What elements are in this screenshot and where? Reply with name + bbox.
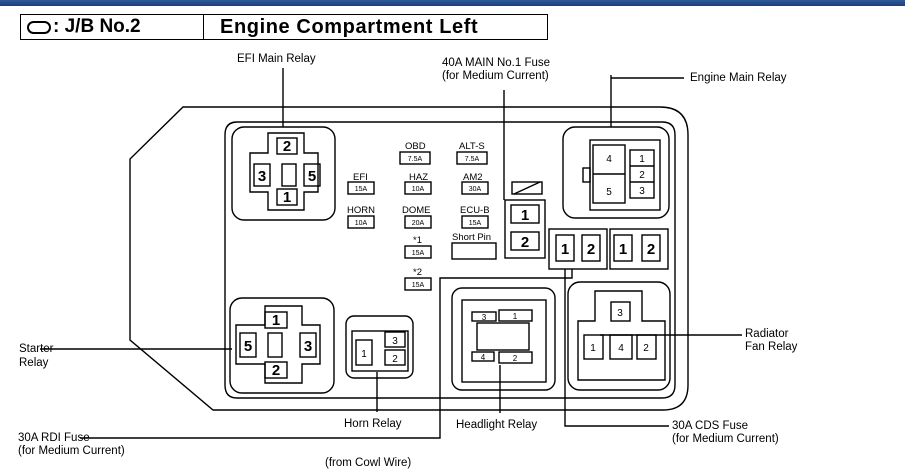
fuse-2-amp: 15A (412, 282, 425, 289)
engine-pin-2: 2 (639, 170, 645, 181)
fuse-horn-label: HORN (347, 205, 375, 216)
starter-pin-3: 3 (304, 338, 312, 355)
fuse-efi-body (347, 181, 375, 195)
label-rdi-line1: 30A RDI Fuse (18, 432, 90, 444)
horn-pin-1: 1 (361, 349, 367, 360)
fuse-efi-amp: 15A (355, 186, 368, 193)
horn-relay (345, 315, 414, 379)
fuse-ecub-body (461, 215, 489, 229)
efi-pin-1: 1 (283, 189, 291, 206)
horn-pin-2: 2 (392, 354, 398, 365)
fuse-obd-label: OBD (405, 141, 426, 152)
label-main-fuse-line2: (for Medium Current) (442, 70, 549, 82)
starter-relay (229, 297, 335, 394)
label-starter-line2: Relay (19, 357, 49, 369)
headlight-relay (451, 287, 556, 391)
label-horn-relay: Horn Relay (344, 418, 402, 430)
rdi-pin-2: 2 (587, 241, 595, 258)
jb-location: Engine Compartment Left (220, 15, 479, 38)
fuse-ecub-amp: 15A (469, 220, 482, 227)
efi-pin-5: 5 (308, 168, 316, 185)
engine-pin-5: 5 (606, 187, 612, 198)
fuse-haz-label: HAZ (409, 172, 428, 183)
fuse-obd-amp: 7.5A (408, 156, 423, 163)
short-pin-label: Short Pin (452, 232, 491, 243)
headlight-pin-1: 1 (513, 312, 518, 321)
rdi-pin-1: 1 (561, 241, 569, 258)
fuse-horn-body (347, 215, 375, 229)
main-fuse-no1 (504, 199, 546, 259)
fuse-haz-body (404, 181, 432, 195)
fuse-2-body (404, 277, 432, 291)
label-radiator-line2: Fan Relay (745, 341, 798, 353)
fuse-1-amp: 15A (412, 250, 425, 257)
label-engine-main-relay: Engine Main Relay (690, 72, 787, 84)
fuse-alts-label: ALT-S (459, 141, 485, 152)
fuse-alts-body (456, 151, 488, 165)
cds-pin-2: 2 (647, 241, 655, 258)
starter-pin-2: 2 (272, 362, 280, 379)
headlight-pin-4: 4 (481, 353, 486, 362)
main-fuse-pin-2: 2 (521, 234, 529, 251)
jb-number: : J/B No.2 (53, 16, 141, 37)
label-cowl-wire: (from Cowl Wire) (325, 457, 412, 469)
fuse-alts-amp: 7.5A (465, 156, 480, 163)
label-efi-main-relay: EFI Main Relay (237, 53, 316, 65)
spare-slot (511, 181, 543, 195)
fuse-efi-label: EFI (353, 172, 368, 183)
radiator-pin-1: 1 (590, 343, 596, 354)
fuse-dome-body (404, 215, 432, 229)
efi-pin-2: 2 (283, 138, 291, 155)
cds-pin-1: 1 (619, 241, 627, 258)
cds-fuse-block (609, 228, 669, 270)
fuse-haz-amp: 10A (412, 186, 425, 193)
label-main-fuse-line1: 40A MAIN No.1 Fuse (442, 57, 551, 69)
header-bar (0, 0, 905, 6)
label-cds-line2: (for Medium Current) (672, 433, 779, 445)
horn-pin-3: 3 (392, 336, 398, 347)
main-fuse-pin-1: 1 (521, 207, 529, 224)
radiator-pin-3: 3 (617, 308, 623, 319)
radiator-fan-relay (567, 281, 671, 391)
fuse-obd-body (399, 151, 431, 165)
fuse-1-label: *1 (413, 235, 422, 246)
engine-pin-4: 4 (606, 154, 612, 165)
connector-symbol: : J/B No.2 (21, 15, 204, 39)
label-rdi-line2: (for Medium Current) (18, 445, 125, 457)
fuse-horn-amp: 10A (355, 220, 368, 227)
engine-pin-3: 3 (639, 186, 645, 197)
rdi-fuse-block (548, 228, 608, 270)
engine-pin-1: 1 (639, 154, 645, 165)
label-starter-line1: Starter (19, 343, 54, 355)
label-radiator-line1: Radiator (745, 328, 789, 340)
headlight-pin-2: 2 (513, 354, 518, 363)
efi-pin-3: 3 (258, 168, 266, 185)
fuse-ecub-label: ECU-B (460, 205, 490, 216)
housing-inner (224, 121, 676, 399)
radiator-pin-2: 2 (643, 343, 649, 354)
starter-pin-5: 5 (244, 338, 252, 355)
label-headlight-relay: Headlight Relay (456, 419, 538, 431)
fuse-dome-amp: 20A (412, 220, 425, 227)
headlight-pin-3: 3 (482, 313, 487, 322)
fuse-am2-amp: 30A (469, 186, 482, 193)
housing-outline (129, 106, 689, 411)
fuse-1-body (404, 245, 432, 259)
oval-connector-icon (27, 20, 51, 34)
engine-main-relay (562, 126, 670, 219)
fuse-dome-label: DOME (402, 205, 431, 216)
diagram-title: : J/B No.2 Engine Compartment Left (20, 14, 548, 40)
short-pin-slot (451, 242, 497, 260)
fuse-2-label: *2 (413, 267, 422, 278)
fuse-am2-body (461, 181, 489, 195)
radiator-pin-4: 4 (618, 343, 624, 354)
starter-pin-1: 1 (272, 312, 280, 329)
label-cds-line1: 30A CDS Fuse (672, 420, 749, 432)
fuse-am2-label: AM2 (463, 172, 483, 183)
